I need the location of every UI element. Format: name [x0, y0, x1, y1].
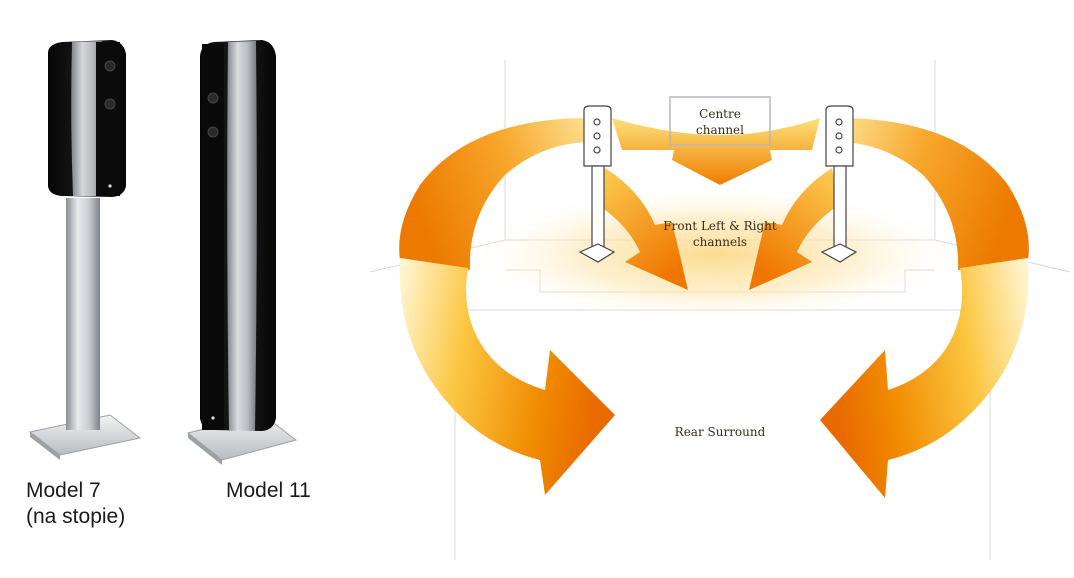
front-channels-label: Front Left & Right channels	[650, 218, 790, 250]
rear-left-arrow	[399, 258, 615, 495]
sound-glow	[465, 185, 965, 325]
front-left-speaker-drawing	[578, 105, 616, 263]
centre-arrow	[612, 118, 820, 185]
model-7-speaker	[28, 40, 142, 460]
model-11-caption: Model 11	[226, 478, 311, 504]
front-channels-label-line1: Front Left & Right	[663, 219, 777, 233]
centre-channel-label-line1: Centre	[699, 107, 741, 121]
rear-right-arrow	[820, 258, 1029, 498]
rear-surround-label: Rear Surround	[674, 425, 766, 439]
front-right-arrow	[749, 168, 839, 290]
arc-top-left	[399, 118, 600, 270]
model-7-note: (na stopie)	[26, 505, 126, 528]
front-left-arrow	[598, 168, 688, 290]
centre-channel-label-line2: channel	[696, 123, 744, 137]
front-channels-label-line2: channels	[692, 235, 748, 249]
centre-channel-box	[669, 96, 771, 146]
model-11-name: Model 11	[226, 479, 311, 502]
centre-channel-label: Centre channel	[680, 106, 760, 138]
model-7-caption: Model 7 (na stopie)	[26, 478, 125, 530]
model-11-speaker	[186, 40, 298, 465]
front-right-speaker-drawing	[820, 105, 858, 263]
surround-diagram	[369, 60, 1071, 560]
arc-top-right	[828, 118, 1029, 270]
model-7-name: Model 7	[26, 479, 101, 502]
